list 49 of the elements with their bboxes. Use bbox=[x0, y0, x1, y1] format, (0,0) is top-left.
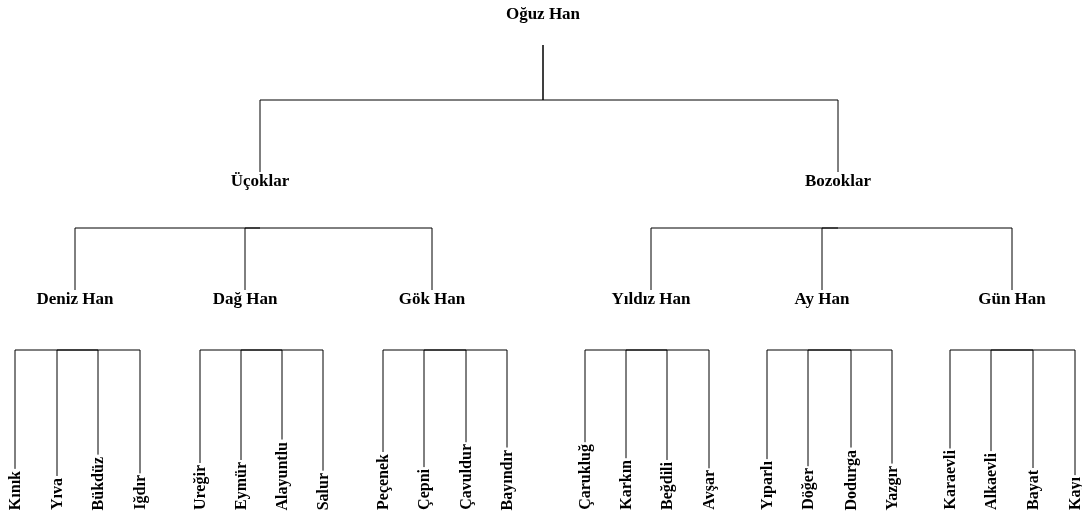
ancestor-name: Üçoklar bbox=[230, 172, 290, 191]
tribe-name: Salur bbox=[314, 472, 332, 510]
tribe-name: Alayuntlu bbox=[273, 441, 291, 510]
tree-connector bbox=[625, 349, 652, 459]
tribe-name: Iğdır bbox=[131, 475, 149, 510]
tribe-name: Beğdili bbox=[658, 462, 676, 510]
ancestor-name: Gün Han bbox=[978, 290, 1046, 309]
tree-connector bbox=[1011, 349, 1076, 476]
tribe-name: Çarukluğ bbox=[576, 444, 594, 510]
tribe-name: Dodurga bbox=[842, 449, 860, 510]
tree-connector bbox=[837, 227, 1013, 291]
ancestor-name: Deniz Han bbox=[36, 290, 114, 309]
tree-connector bbox=[431, 349, 508, 449]
tribe-name: Karkın bbox=[617, 460, 635, 510]
tribe-name: Peçenek bbox=[374, 454, 392, 510]
tree-connector bbox=[821, 349, 893, 465]
tree-connector bbox=[542, 44, 839, 173]
tribe-name: Alkaevli bbox=[982, 453, 1000, 510]
tribe-name: Yıva bbox=[48, 478, 66, 510]
ancestor-name: Dağ Han bbox=[212, 290, 278, 309]
tribe-name: Kınık bbox=[6, 470, 24, 510]
tree-connector bbox=[650, 349, 710, 469]
ancestor-name: Oğuz Han bbox=[505, 5, 581, 24]
tree-connector bbox=[423, 349, 433, 468]
tree-connector bbox=[240, 349, 246, 461]
tribe-name: Eymür bbox=[232, 462, 250, 510]
tribe-name: Bükdüz bbox=[89, 456, 107, 510]
tree-connector bbox=[74, 349, 141, 474]
tree-connector bbox=[244, 227, 261, 291]
tribe-name: Avşar bbox=[700, 470, 718, 510]
tribe-name: Döğer bbox=[799, 468, 817, 510]
tree-connector bbox=[821, 227, 839, 291]
tribe-name: Yıparlı bbox=[758, 461, 776, 510]
tribe-name: Yazgır bbox=[883, 465, 901, 510]
tribe-name: Karaevli bbox=[941, 450, 959, 510]
tribe-name: Bayındır bbox=[498, 449, 516, 510]
tree-connector bbox=[56, 349, 76, 477]
tree-connector bbox=[259, 227, 433, 291]
tribe-name: Ureğir bbox=[191, 465, 209, 510]
tree-connector bbox=[990, 349, 1013, 452]
ancestor-name: Bozoklar bbox=[804, 172, 872, 191]
tribe-name: Bayat bbox=[1024, 470, 1042, 510]
ancestor-name: Ay Han bbox=[794, 290, 850, 309]
tribe-name: Çepni bbox=[415, 469, 433, 510]
ancestor-name: Yıldız Han bbox=[611, 290, 691, 309]
tree-connector bbox=[807, 349, 823, 467]
tree-connector bbox=[244, 349, 324, 472]
tribe-name: Çavuldur bbox=[457, 444, 475, 510]
ancestor-name: Gök Han bbox=[398, 290, 466, 309]
